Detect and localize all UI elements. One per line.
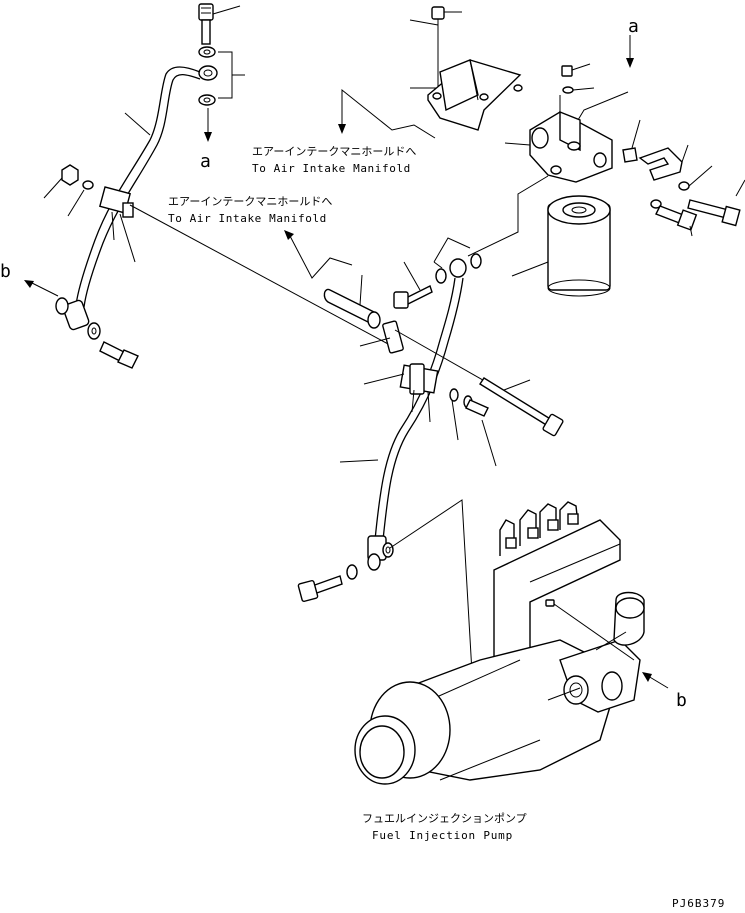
fuel-filter-cartridge bbox=[511, 195, 611, 297]
air-intake-1-jp: エアーインテークマニホールドへ bbox=[252, 145, 416, 158]
top-left-washers bbox=[198, 46, 245, 106]
long-bolt-right bbox=[687, 179, 745, 227]
hose-clamp-upper bbox=[98, 186, 136, 263]
hose-clamp-middle-top bbox=[359, 320, 404, 354]
marker-b-left: b bbox=[0, 261, 11, 282]
fuel-injection-pump bbox=[354, 501, 645, 785]
fuel-filter-head bbox=[504, 95, 613, 183]
leader-pump-inlet bbox=[547, 687, 581, 701]
middle-washer-bolt bbox=[449, 388, 497, 467]
filter-head-bolt bbox=[561, 63, 595, 94]
hose-clamp-middle bbox=[363, 363, 439, 423]
leader-air-manifold-line bbox=[129, 204, 391, 346]
arrow-a-down bbox=[204, 108, 212, 142]
left-nut bbox=[43, 164, 94, 217]
arrow-a-right bbox=[577, 35, 634, 121]
leader-pump-port bbox=[553, 603, 635, 661]
air-intake-2-jp: エアーインテークマニホールドへ bbox=[168, 195, 332, 208]
right-washer-nut bbox=[678, 165, 713, 191]
short-bolt-right bbox=[650, 199, 698, 237]
air-intake-1-en: To Air Intake Manifold bbox=[252, 162, 411, 175]
top-bracket-bolt bbox=[409, 6, 462, 89]
leader-filter-head bbox=[467, 175, 549, 257]
air-intake-2-en: To Air Intake Manifold bbox=[168, 212, 327, 225]
leader-pump bbox=[389, 499, 477, 743]
bracket-clip bbox=[638, 144, 689, 181]
arrow-b-right bbox=[642, 672, 669, 689]
drawing-code: PJ6B379 bbox=[672, 897, 725, 910]
mounting-bracket bbox=[427, 59, 523, 131]
marker-a-left: a bbox=[200, 151, 211, 172]
pump-label-jp: フュエルインジェクションポンプ bbox=[362, 812, 527, 825]
arrow-air-intake-2 bbox=[284, 230, 353, 279]
fuel-hose-upper bbox=[62, 66, 201, 331]
lower-banjo-bolt bbox=[297, 542, 394, 603]
marker-a-top: a bbox=[628, 16, 639, 37]
middle-banjo-bolt bbox=[393, 237, 482, 309]
spacer-sleeve bbox=[323, 274, 381, 329]
marker-b-right: b bbox=[676, 690, 687, 711]
arrow-b-left bbox=[24, 280, 59, 297]
arrow-air-intake-1 bbox=[338, 88, 436, 139]
top-left-banjo-bolt bbox=[198, 3, 241, 45]
pump-label-en: Fuel Injection Pump bbox=[372, 829, 513, 842]
long-stud-bolt bbox=[479, 377, 564, 437]
left-banjo-bolt bbox=[55, 297, 139, 369]
plug-cap bbox=[622, 119, 641, 163]
